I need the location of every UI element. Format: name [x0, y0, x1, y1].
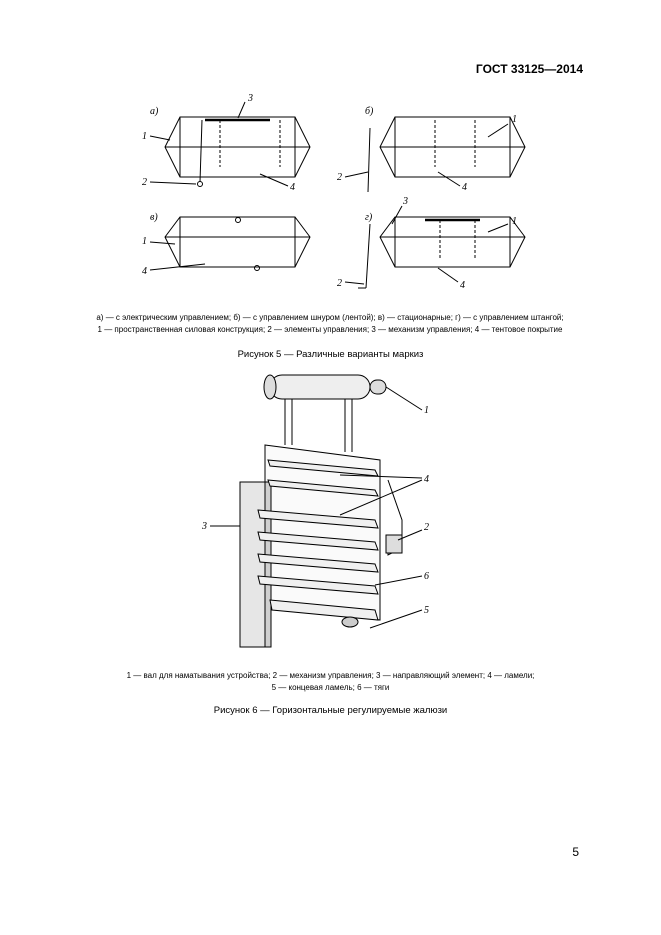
- panel-b-label: б): [365, 106, 374, 117]
- callout-5a-2: 2: [142, 177, 147, 188]
- figure-5-title: Рисунок 5 — Различные варианты маркиз: [237, 349, 424, 360]
- figure-5-legend: а) — с электрическим управлением; б) — с…: [50, 312, 610, 336]
- figure-6-title: Рисунок 6 — Горизонтальные регулируемые …: [213, 705, 448, 716]
- panel-a-label: а): [150, 106, 159, 117]
- figure-6-legend-line-2: 5 — концевая ламель; 6 — тяги: [271, 683, 390, 692]
- figure-5-legend-line-2: 1 — пространственная силовая конструкция…: [97, 325, 563, 334]
- callout-6-3: 3: [201, 521, 207, 532]
- callout-6-6: 6: [424, 571, 429, 582]
- awning-panel-d: [344, 205, 526, 289]
- callout-5a-3: 3: [247, 93, 253, 104]
- figure-6-legend: 1 — вал для наматывания устройства; 2 — …: [60, 670, 601, 694]
- awning-panel-b: [344, 116, 526, 193]
- figure-6-blinds-drawing: 1 2 3 4 5 6: [201, 374, 429, 648]
- callout-5d-2: 2: [337, 278, 342, 289]
- figure-6-legend-line-1: 1 — вал для наматывания устройства; 2 — …: [126, 671, 535, 680]
- callout-5c-4: 4: [142, 266, 147, 277]
- awning-panel-a: [149, 101, 311, 187]
- callout-6-2: 2: [424, 522, 429, 533]
- panel-c-label: в): [150, 212, 158, 223]
- figure-5-awnings-drawing: а) 1 2 3 4 б) 1 2 4 в) 1 4 г) 1 2 3 4: [142, 93, 526, 291]
- callout-5b-4: 4: [462, 182, 467, 193]
- callout-6-5: 5: [424, 605, 429, 616]
- standard-header: ГОСТ 33125—2014: [475, 62, 583, 76]
- panel-d-label: г): [365, 212, 373, 223]
- callout-5d-3: 3: [402, 196, 408, 207]
- figure-5-legend-line-1: а) — с электрическим управлением; б) — с…: [96, 313, 564, 322]
- callout-6-4: 4: [424, 474, 429, 485]
- page-number: 5: [572, 845, 579, 859]
- callout-5a-4: 4: [290, 182, 295, 193]
- callout-5c-1: 1: [142, 236, 147, 247]
- callout-6-1: 1: [424, 405, 429, 416]
- callout-5a-1: 1: [142, 131, 147, 142]
- awning-panel-c: [149, 216, 311, 271]
- callout-5b-1: 1: [512, 114, 517, 125]
- callout-5b-2: 2: [337, 172, 342, 183]
- callout-5d-1: 1: [512, 216, 517, 227]
- callout-5d-4: 4: [460, 280, 465, 291]
